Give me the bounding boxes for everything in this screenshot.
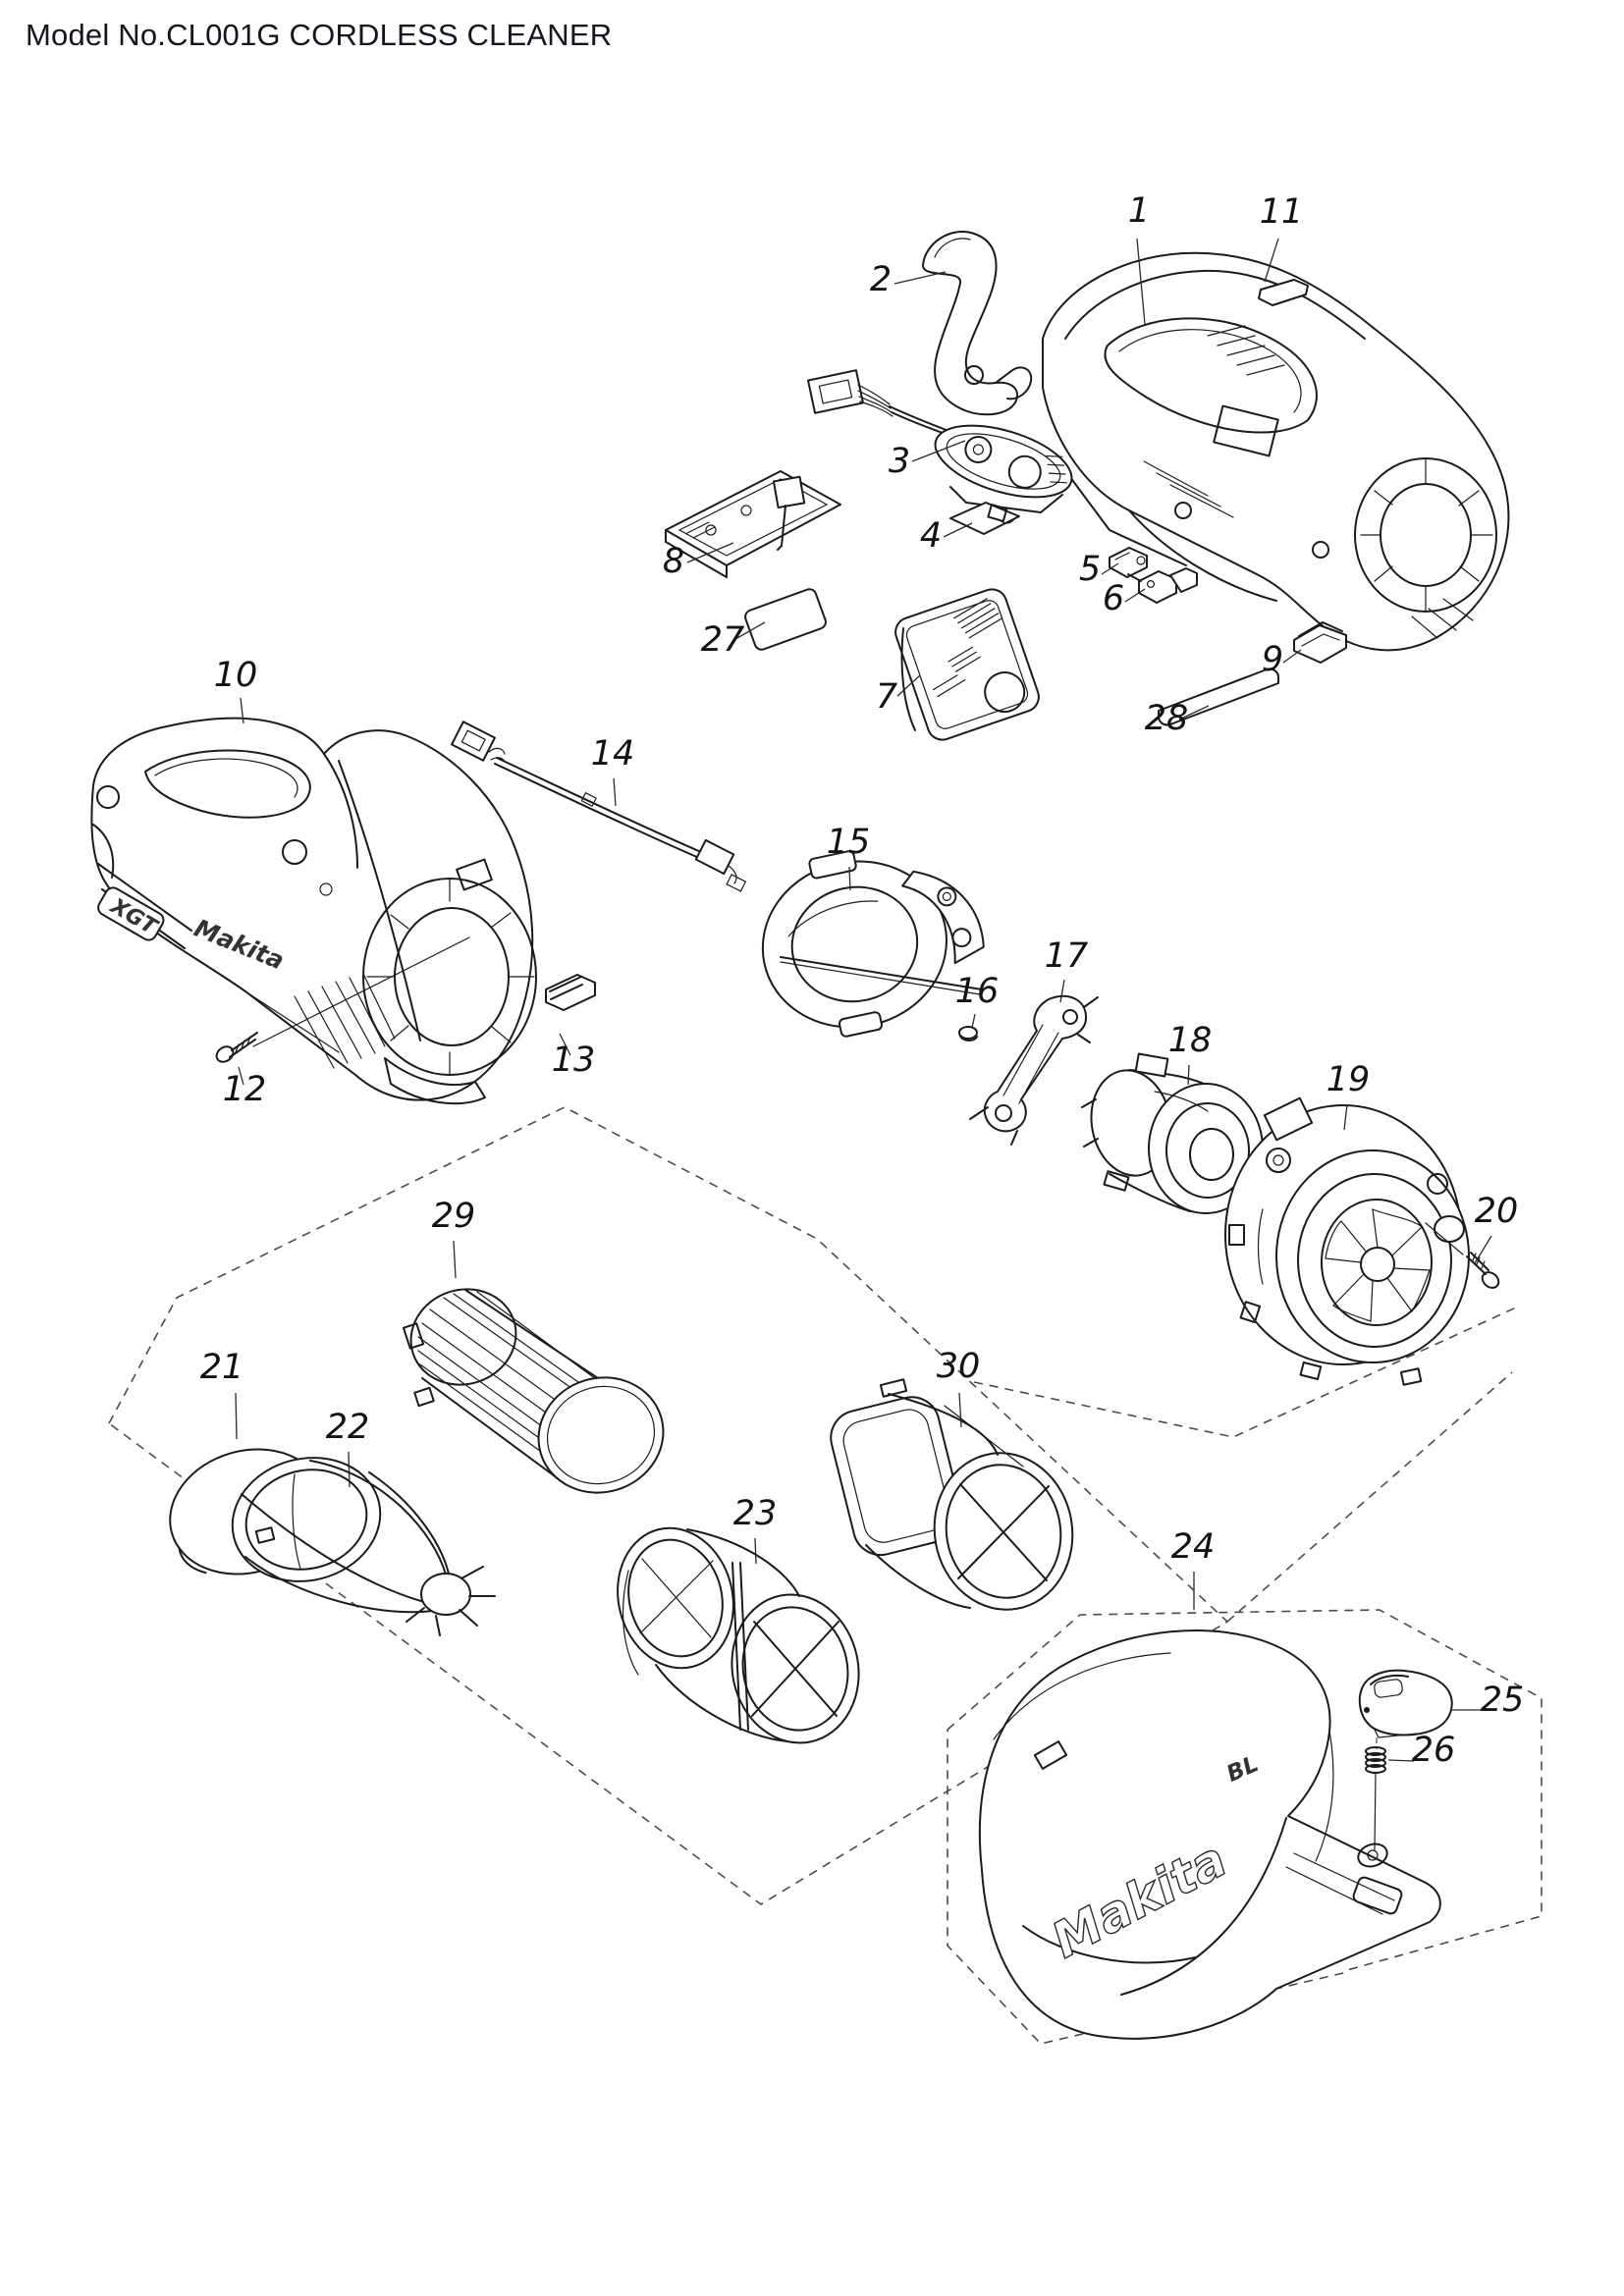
leader-line-16 <box>971 1013 976 1029</box>
part-12-screw <box>215 1032 258 1063</box>
part-10-main-housing: XGT Makita <box>90 717 537 1105</box>
leader-line-18 <box>1187 1064 1190 1086</box>
part-16-pin <box>958 1026 978 1041</box>
part-3-switch-lead-unit <box>807 369 1073 513</box>
part-27-sticker <box>744 588 827 651</box>
part-label-19: 19 <box>1326 1060 1371 1099</box>
part-label-8: 8 <box>663 542 684 581</box>
part-5-switch <box>1109 547 1148 578</box>
part-7-cover-plate <box>894 588 1040 741</box>
part-label-14: 14 <box>591 734 635 774</box>
page-title: Model No.CL001G CORDLESS CLEANER <box>26 18 613 52</box>
part-23-cyclone-cage <box>617 1526 860 1744</box>
group-outline-housing-set <box>947 1609 1543 2045</box>
leader-line-11 <box>1264 238 1279 283</box>
leader-line-4 <box>943 522 973 538</box>
part-label-11: 11 <box>1260 192 1304 232</box>
part-label-29: 29 <box>432 1197 476 1236</box>
part-20-screw <box>1425 1222 1500 1289</box>
part-8-controller <box>665 470 841 578</box>
leader-line-14 <box>613 777 617 807</box>
part-label-30: 30 <box>937 1347 981 1386</box>
part-label-15: 15 <box>827 823 871 862</box>
part-label-16: 16 <box>955 972 1000 1011</box>
part-4-plate <box>949 502 1020 535</box>
part-label-20: 20 <box>1475 1192 1519 1231</box>
part-label-17: 17 <box>1045 936 1089 976</box>
part-label-26: 26 <box>1412 1731 1456 1770</box>
part-label-24: 24 <box>1171 1527 1216 1567</box>
part-11-strip <box>1258 279 1309 306</box>
part-15-ring-housing <box>761 850 985 1038</box>
part-1-upper-housing <box>1042 251 1510 652</box>
part-label-25: 25 <box>1481 1681 1525 1720</box>
part-24-dust-case: Makita BL <box>978 1629 1441 2040</box>
part-label-22: 22 <box>326 1408 370 1447</box>
group-outline-filters <box>107 1106 1517 1905</box>
leader-line-6 <box>1124 588 1146 603</box>
part-17-holder-frame <box>969 994 1099 1146</box>
part-label-1: 1 <box>1128 191 1150 231</box>
leader-line-8 <box>686 542 734 563</box>
part-label-27: 27 <box>701 620 745 660</box>
leader-line-9 <box>1282 649 1302 664</box>
leader-line-2 <box>893 271 947 285</box>
leader-line-12 <box>238 1066 244 1086</box>
part-label-13: 13 <box>552 1041 596 1080</box>
leader-line-30 <box>958 1392 962 1428</box>
part-label-10: 10 <box>214 656 258 695</box>
leader-line-20 <box>1474 1235 1492 1264</box>
leader-line-13 <box>559 1033 571 1056</box>
part-labels: 1234567891011121314151617181920212223242… <box>200 191 1525 1770</box>
leader-line-3 <box>911 440 966 462</box>
leader-line-17 <box>1059 979 1065 1003</box>
part-30-mesh-case <box>830 1378 1074 1611</box>
part-28-label <box>1158 667 1279 726</box>
part-label-18: 18 <box>1168 1021 1213 1060</box>
part-29-pleated-filter <box>402 1288 665 1494</box>
leader-line-21 <box>235 1392 238 1440</box>
part-26-spring <box>1365 1746 1386 1774</box>
leader-line-15 <box>848 866 851 891</box>
leader-line-23 <box>754 1537 757 1565</box>
part-label-3: 3 <box>889 442 910 481</box>
part-label-2: 2 <box>870 260 892 299</box>
leader-line-19 <box>1343 1103 1348 1131</box>
leader-line-7 <box>896 674 921 697</box>
leader-line-5 <box>1101 562 1119 575</box>
part-label-28: 28 <box>1145 699 1189 738</box>
part-2-lever <box>921 231 1033 416</box>
leader-line-1 <box>1136 238 1146 325</box>
part-label-21: 21 <box>200 1348 244 1387</box>
part-22-cage-basket <box>231 1457 496 1636</box>
part-label-5: 5 <box>1079 550 1101 589</box>
leader-line-26 <box>1387 1759 1415 1762</box>
part-label-9: 9 <box>1262 640 1283 679</box>
part-label-4: 4 <box>920 516 942 556</box>
part-6-switch-lever <box>1127 567 1198 604</box>
leader-line-28 <box>1178 705 1210 721</box>
leader-line-22 <box>348 1451 351 1488</box>
leader-line-10 <box>240 697 244 724</box>
part-14-lead-wire <box>451 721 747 892</box>
part-18-motor <box>1081 1052 1264 1214</box>
part-label-6: 6 <box>1103 579 1124 618</box>
part-25-button <box>1358 1669 1453 1738</box>
leader-line-27 <box>734 621 766 640</box>
part-9-clip <box>1293 621 1347 664</box>
leader-line-29 <box>453 1240 457 1279</box>
part-label-23: 23 <box>733 1494 778 1533</box>
part-13-clip <box>545 974 596 1011</box>
part-label-7: 7 <box>876 677 897 717</box>
part-label-12: 12 <box>223 1070 267 1109</box>
part-19-fan-housing <box>1224 1096 1470 1386</box>
